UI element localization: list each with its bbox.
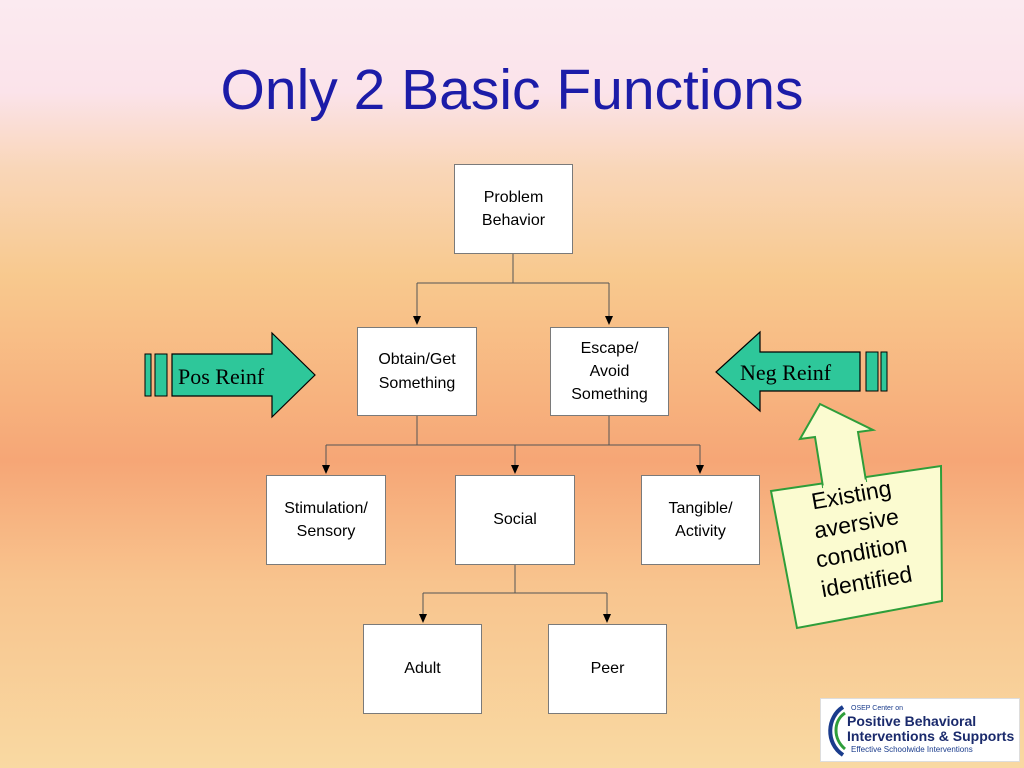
slide-title: Only 2 Basic Functions [220,58,804,122]
connector-functions-to-types [322,415,704,474]
logo-small-line: OSEP Center on [851,705,904,712]
node-obtain-something: Obtain/Get Something [357,327,477,416]
logo-tagline: Effective Schoolwide Interventions [851,745,973,754]
node-social: Social [455,475,575,565]
neg-reinf-arrow-shape [715,330,888,413]
connector-problem-to-functions [413,253,613,325]
callout-arrow-shape [769,402,944,630]
pbis-logo: OSEP Center on Positive Behavioral Inter… [820,698,1020,762]
node-stimulation-sensory: Stimulation/ Sensory [266,475,386,565]
pos-reinf-arrow-shape [144,331,316,419]
logo-line2: Interventions & Supports [847,728,1015,744]
neg-reinf-label: Neg Reinf [740,360,832,385]
node-peer: Peer [548,624,667,714]
logo-swoosh-icon [828,705,847,757]
node-adult: Adult [363,624,482,714]
node-escape-avoid-something: Escape/ Avoid Something [550,327,669,416]
node-problem-behavior: Problem Behavior [454,164,573,254]
logo-line1: Positive Behavioral [847,713,977,729]
node-tangible-activity: Tangible/ Activity [641,475,760,565]
connector-social-to-people [419,564,611,623]
pos-reinf-label: Pos Reinf [178,364,265,389]
